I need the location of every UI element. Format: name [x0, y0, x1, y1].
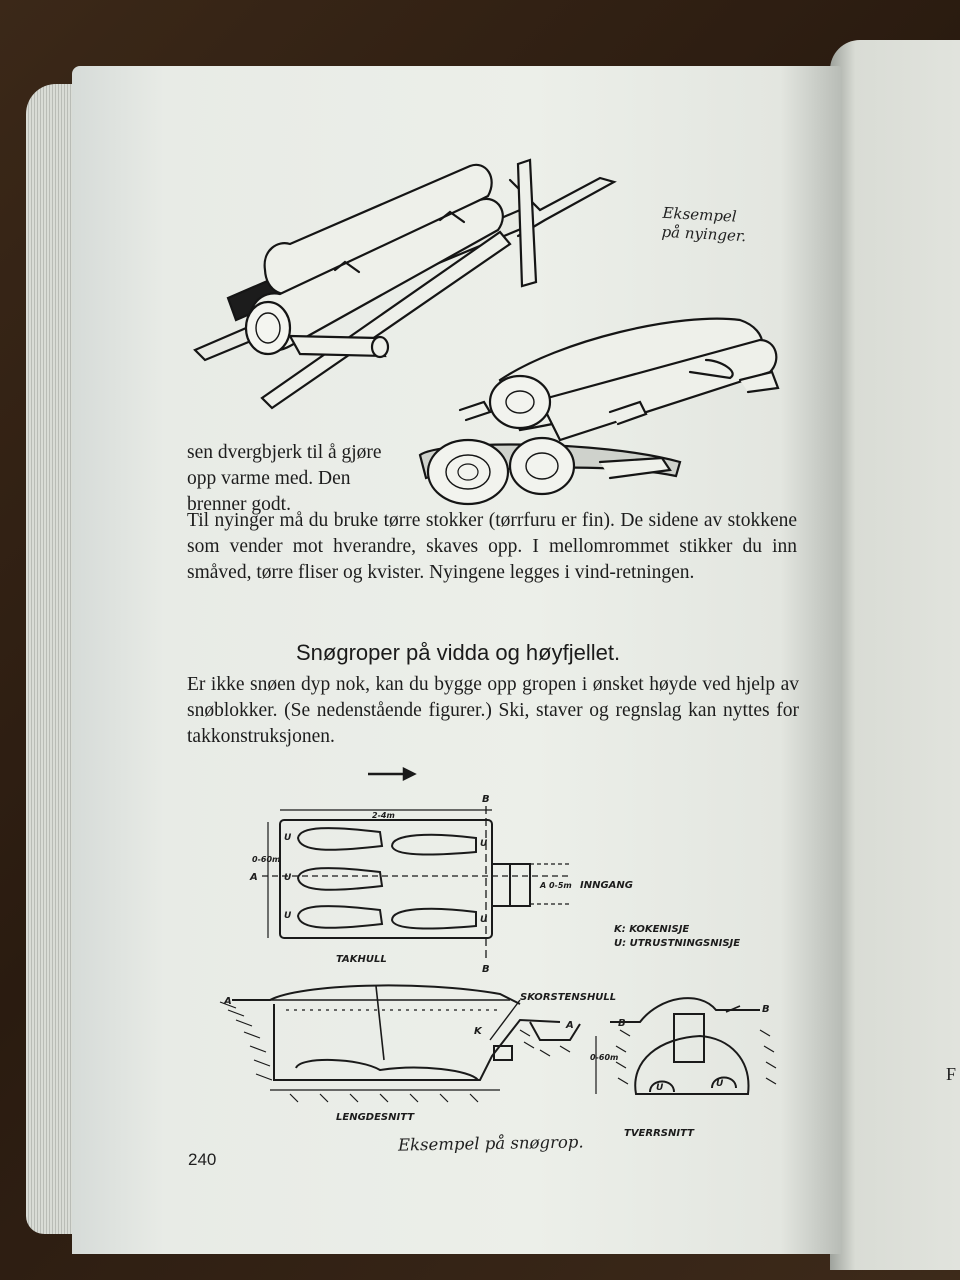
label-dim-top: 2-4m — [372, 811, 395, 820]
log-fire-illustration-right — [418, 317, 780, 506]
label-u-2: U — [284, 873, 292, 883]
label-dim-cross: 0-60m — [590, 1053, 618, 1062]
label-utrustningsnisje: U: UTRUSTNINGSNISJE — [614, 938, 740, 949]
label-u-3: U — [284, 911, 292, 921]
direction-arrow — [368, 766, 417, 782]
snow-pit-plan-view — [262, 806, 570, 960]
label-a-dim: A 0-5m — [539, 881, 572, 890]
label-takhull: TAKHULL — [336, 954, 387, 965]
label-u-5: U — [480, 915, 488, 925]
label-a-section: A — [223, 996, 232, 1007]
label-a-section-right: A — [565, 1020, 574, 1031]
label-dim-side: 0-60m — [252, 855, 280, 864]
page-number: 240 — [188, 1150, 217, 1169]
cross-section — [595, 997, 777, 1095]
caption-snogrop: Eksempel på snøgrop. — [397, 1132, 584, 1155]
longitudinal-section — [219, 984, 581, 1103]
label-b-mid: B — [482, 964, 490, 975]
label-skorstenshull: SKORSTENSHULL — [520, 992, 616, 1003]
label-u-cross-1: U — [656, 1083, 664, 1093]
log-fire-illustration-left — [193, 158, 617, 410]
label-b-top: B — [482, 794, 490, 805]
label-u-4: U — [480, 839, 488, 849]
label-b-cross-left: B — [618, 1018, 626, 1029]
facing-page-letter: F — [946, 1064, 957, 1084]
section-heading: Snøgroper på vidda og høyfjellet. — [296, 640, 621, 665]
caption-nyinger: Eksempel på nyinger. — [661, 204, 748, 246]
paragraph-nyinger: Til nyinger må du bruke tørre stokker (t… — [187, 510, 797, 583]
label-inngang: INNGANG — [580, 880, 633, 891]
label-u-1: U — [284, 833, 292, 843]
label-b-cross-right: B — [762, 1004, 770, 1015]
facing-page — [830, 40, 960, 1270]
label-kokenisje: K: KOKENISJE — [614, 924, 689, 935]
label-lengdesnitt: LENGDESNITT — [336, 1112, 415, 1123]
label-k: K — [474, 1026, 483, 1037]
label-a-left: A — [249, 872, 258, 883]
paragraph-snogroper: Er ikke snøen dyp nok, kan du bygge opp … — [187, 674, 799, 747]
label-tverrsnitt: TVERRSNITT — [624, 1128, 695, 1139]
intro-text: sen dvergbjerk til å gjøre opp varme med… — [187, 442, 382, 515]
label-u-cross-2: U — [716, 1079, 724, 1089]
